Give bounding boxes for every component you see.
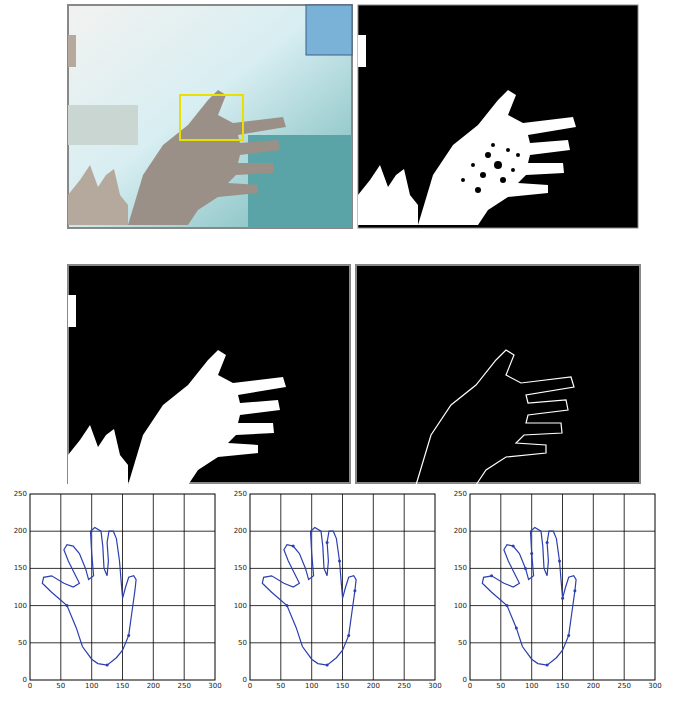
axis-tick-label: 250 [617, 682, 630, 690]
axis-tick-label: 200 [234, 527, 247, 535]
axis-tick-label: 100 [525, 682, 538, 690]
axis-tick-label: 150 [336, 682, 349, 690]
axis-tick-label: 50 [238, 639, 247, 647]
axis-tick-label: 250 [234, 490, 247, 498]
axis-tick-label: 300 [208, 682, 221, 690]
axis-tick-label: 200 [454, 527, 467, 535]
axis-tick-label: 0 [243, 676, 247, 684]
axis-tick-label: 200 [587, 682, 600, 690]
axis-tick-label: 300 [428, 682, 441, 690]
axis-tick-label: 50 [276, 682, 285, 690]
axis-tick-label: 300 [648, 682, 661, 690]
axis-tick-label: 200 [14, 527, 27, 535]
axis-tick-label: 0 [248, 682, 252, 690]
axis-tick-label: 250 [177, 682, 190, 690]
axis-tick-label: 250 [454, 490, 467, 498]
axis-tick-label: 0 [28, 682, 32, 690]
axis-tick-label: 100 [85, 682, 98, 690]
axis-tick-label: 250 [397, 682, 410, 690]
axis-tick-label: 150 [234, 564, 247, 572]
axis-tick-label: 50 [56, 682, 65, 690]
axis-tick-label: 200 [367, 682, 380, 690]
axis-tick-label: 200 [147, 682, 160, 690]
axis-tick-label: 100 [454, 602, 467, 610]
axis-tick-label: 100 [234, 602, 247, 610]
axis-tick-label: 0 [468, 682, 472, 690]
axis-tick-label: 0 [463, 676, 467, 684]
axis-tick-label: 50 [496, 682, 505, 690]
axis-tick-label: 150 [454, 564, 467, 572]
axis-tick-label: 150 [556, 682, 569, 690]
axis-tick-label: 50 [18, 639, 27, 647]
axis-tick-label: 100 [14, 602, 27, 610]
axis-tick-label: 150 [14, 564, 27, 572]
axis-tick-label: 50 [458, 639, 467, 647]
axis-tick-label: 100 [305, 682, 318, 690]
axis-tick-label: 150 [116, 682, 129, 690]
axis-tick-label: 250 [14, 490, 27, 498]
axis-tick-label: 0 [23, 676, 27, 684]
